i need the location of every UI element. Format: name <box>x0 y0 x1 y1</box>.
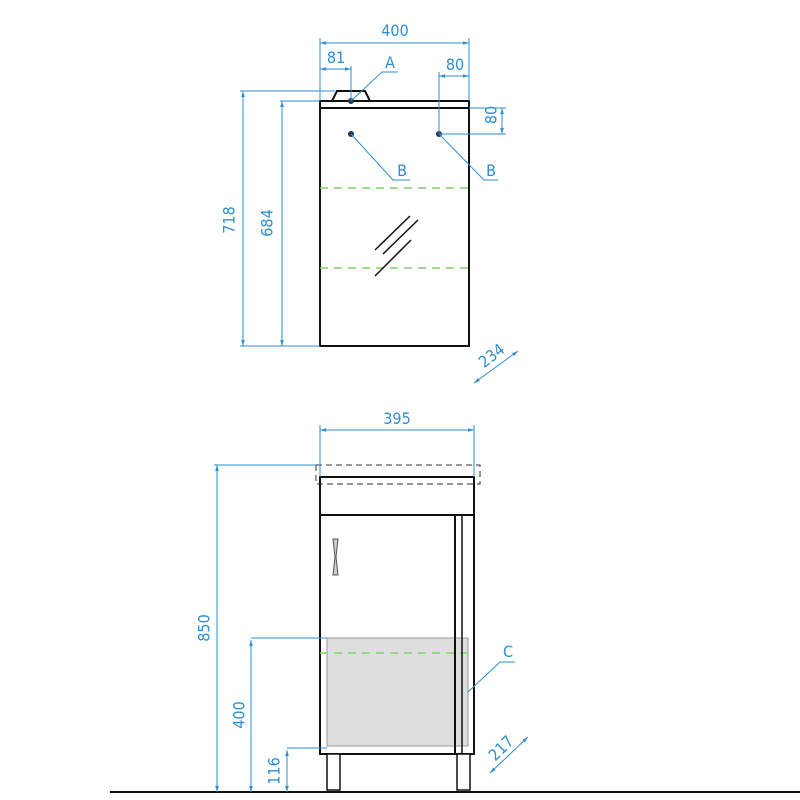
label-b-right: B <box>486 161 496 180</box>
dim-height-116: 116 <box>265 757 284 784</box>
countertop-outline <box>315 464 481 485</box>
dim-height-684: 684 <box>258 209 277 236</box>
door-handle-icon <box>332 538 339 576</box>
mirror-glare-icon <box>374 215 419 277</box>
dim-offset-80-horizontal: 80 <box>446 55 464 74</box>
mirror-dimensions: 400 81 A 80 80 B B 718 684 234 <box>220 21 519 384</box>
base-cabinet <box>110 464 800 793</box>
mirror-top-shelf <box>319 100 470 109</box>
dim-height-718: 718 <box>220 206 239 233</box>
dim-width-395: 395 <box>383 409 410 428</box>
leg-right <box>456 753 471 791</box>
dim-height-400: 400 <box>230 701 249 728</box>
leg-left <box>326 753 341 791</box>
dim-height-850: 850 <box>195 614 214 641</box>
shaded-zone-c <box>326 637 469 747</box>
mirror-cabinet <box>319 90 470 347</box>
label-b-left: B <box>397 161 407 180</box>
dim-width-400: 400 <box>381 21 408 40</box>
cabinet-top-panel <box>319 476 475 516</box>
dim-depth-217: 217 <box>485 732 518 765</box>
dim-offset-81: 81 <box>327 48 345 67</box>
label-a: A <box>385 53 395 72</box>
dim-offset-80-vertical: 80 <box>482 106 501 124</box>
dim-depth-234: 234 <box>475 340 508 372</box>
label-c: C <box>503 642 513 661</box>
mirror-body <box>319 107 470 347</box>
